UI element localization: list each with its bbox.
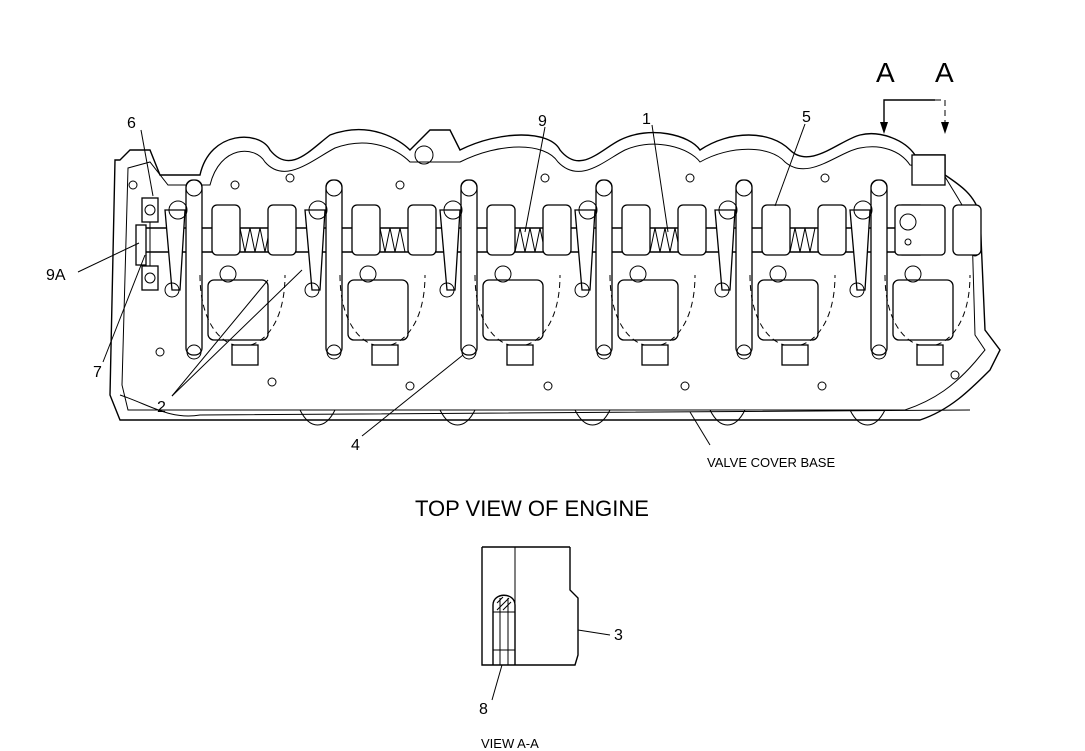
- leader-lines: [77, 123, 806, 446]
- valve-cover-outline: [109, 129, 1001, 426]
- valve-cover-base-label: VALVE COVER BASE: [707, 455, 835, 470]
- top-view-title: TOP VIEW OF ENGINE: [415, 496, 649, 521]
- callout-1: 1: [642, 111, 651, 128]
- view-aa-label: VIEW A-A: [481, 736, 539, 751]
- callout-6: 6: [127, 115, 136, 132]
- cylinder-unit: [439, 179, 572, 366]
- callout-9a: 9A: [46, 267, 66, 284]
- cylinder-unit: [849, 179, 982, 366]
- cylinder-units: [164, 179, 982, 366]
- callout-7: 7: [93, 364, 102, 381]
- callout-2: 2: [157, 399, 166, 416]
- cylinder-unit: [164, 179, 297, 366]
- cylinder-unit: [304, 179, 437, 366]
- callout-5: 5: [802, 109, 811, 126]
- right-end-block: [894, 154, 946, 256]
- callout-9: 9: [538, 113, 547, 130]
- callout-4: 4: [351, 437, 360, 454]
- callout-3: 3: [614, 627, 623, 644]
- section-marker: [880, 99, 949, 134]
- cylinder-unit: [574, 179, 707, 366]
- view-aa-detail: [481, 546, 611, 701]
- cylinder-unit: [714, 179, 847, 366]
- section-mark-left: A: [876, 57, 895, 88]
- section-mark-right: A: [935, 57, 954, 88]
- end-bracket: [135, 197, 159, 291]
- callout-8: 8: [479, 701, 488, 718]
